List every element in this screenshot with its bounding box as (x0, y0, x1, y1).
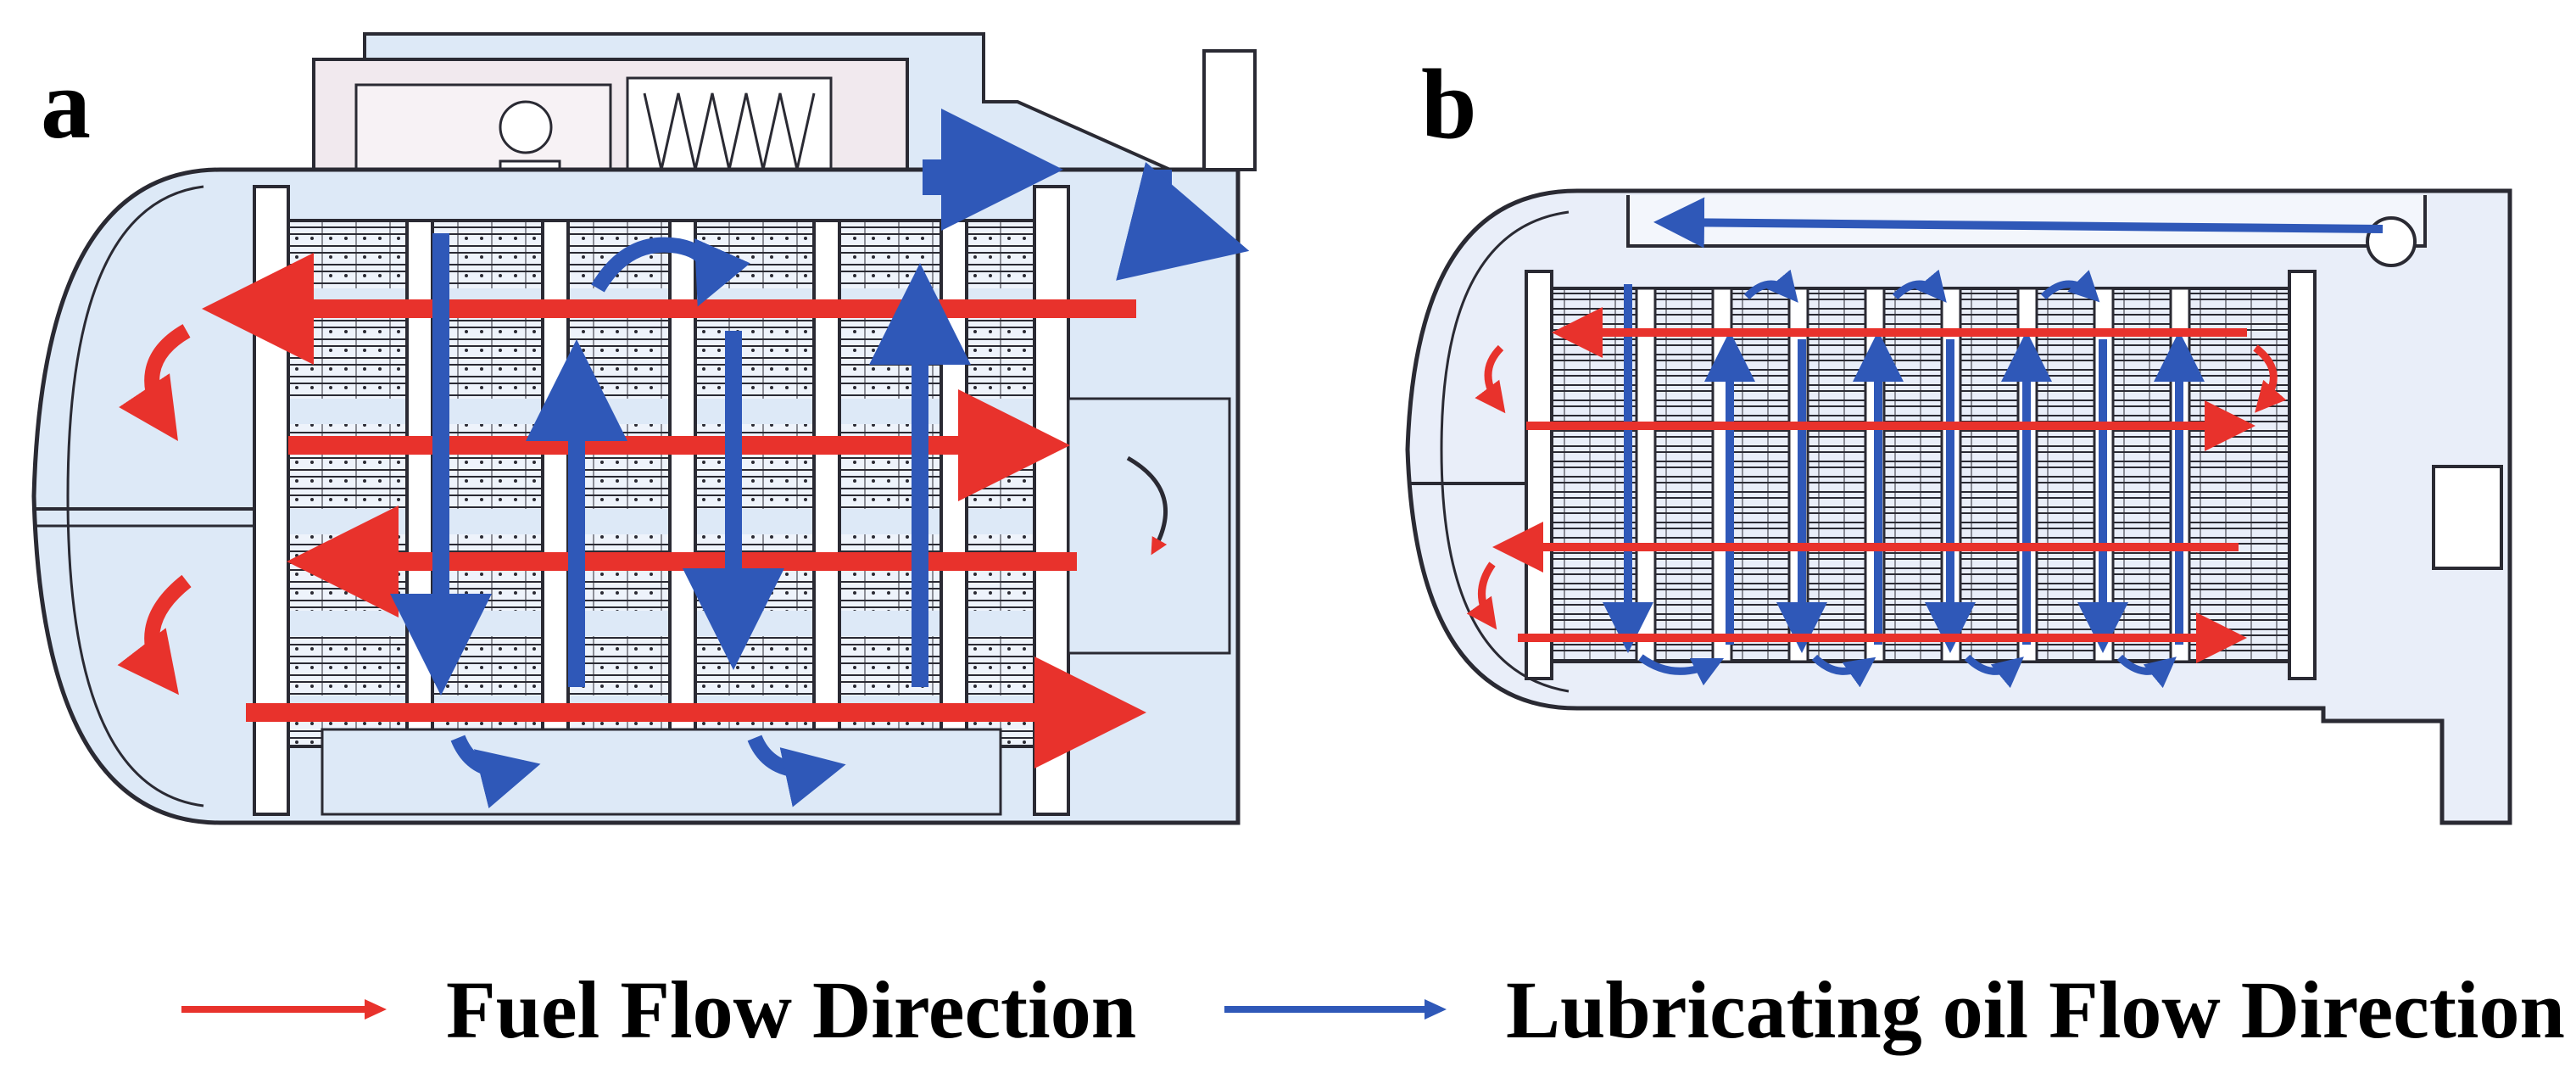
panel-b-fuel-flow (1466, 307, 2287, 663)
panel-b-oil-turn-bottom-1 (1638, 654, 1725, 686)
panel-b-oil-flow (1603, 197, 2384, 689)
panel-a-oil-exit-arrow (1116, 162, 1250, 281)
panel-a-diagram (31, 32, 1257, 825)
legend-oil-arrow-icon (1224, 999, 1447, 1020)
panel-a-oil-turn-top (591, 237, 750, 307)
panel-a-fuel-turn-left-bottom (117, 574, 192, 696)
panel-b-fuel-turn-right (2253, 344, 2287, 413)
panel-a-oil-flow (390, 109, 1250, 809)
panel-a-oil-turn-bottom-1 (450, 735, 541, 809)
panel-b-fuel-turn-left-bottom (1466, 562, 1497, 630)
panel-a-fuel-turn-right (1126, 455, 1168, 556)
legend-oil: Lubricating oil Flow Direction (1221, 958, 2565, 1060)
panel-b-oil-return-arrow (1653, 197, 2384, 249)
panel-a-label: a (41, 48, 91, 159)
legend-fuel-arrow-icon (181, 999, 387, 1020)
panel-b-diagram (1405, 188, 2512, 825)
panel-b-oil-turn-bottom-2 (1811, 654, 1876, 688)
panel-b-oil-turn-bottom-3 (1964, 654, 2024, 689)
panel-a-oil-outlet-arrow (923, 109, 1063, 231)
panel-b-oil-turn-bottom-4 (2116, 654, 2177, 689)
legend-fuel-label: Fuel Flow Direction (446, 964, 1137, 1055)
panel-a-fuel-turn-left-top (119, 324, 191, 441)
legend-fuel: Fuel Flow Direction (178, 958, 1136, 1060)
panel-b-fuel-turn-left-top (1475, 344, 1506, 414)
panel-b-label: b (1421, 48, 1477, 159)
panel-b-oil-turn-top-1 (1743, 269, 1798, 303)
panel-b-oil-turn-top-2 (1892, 269, 1947, 303)
panel-a-oil-turn-bottom-2 (747, 735, 846, 807)
panel-b-oil-turn-top-3 (2040, 270, 2100, 303)
legend-oil-label: Lubricating oil Flow Direction (1506, 964, 2565, 1055)
